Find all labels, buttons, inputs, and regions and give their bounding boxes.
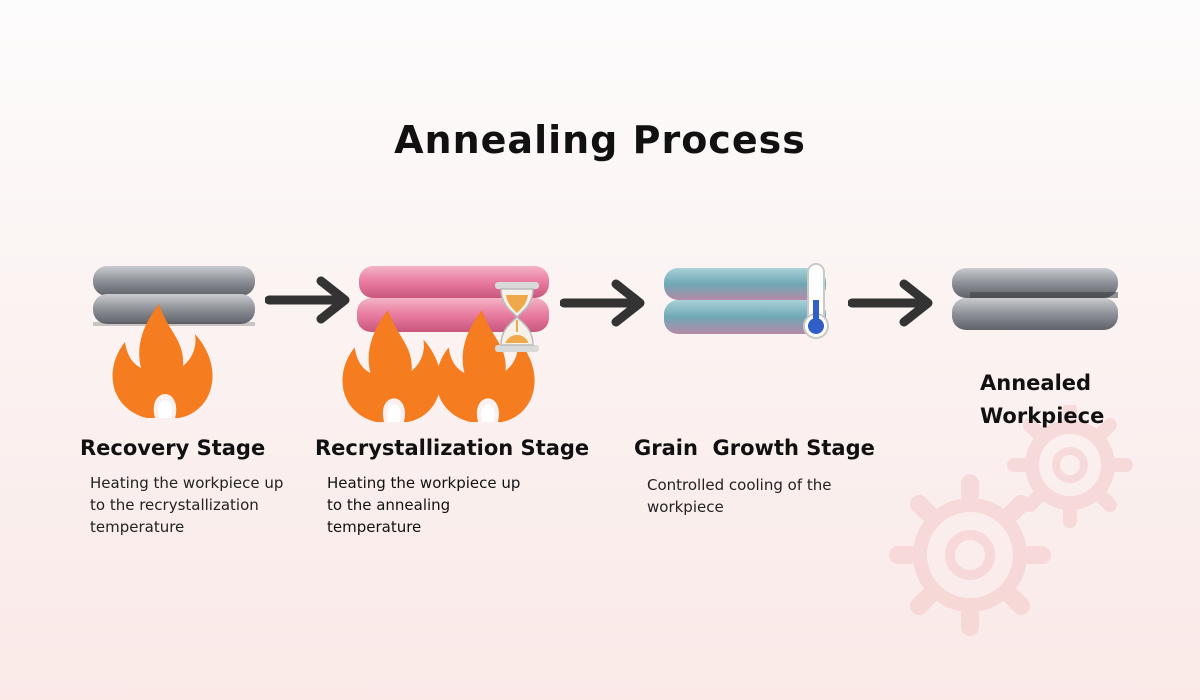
grain-growth-stage-illustration	[664, 263, 829, 339]
arrow-right-icon	[848, 278, 938, 328]
recovery-stage-illustration	[93, 266, 255, 418]
annealed-workpiece-title: Annealed Workpiece	[980, 367, 1104, 433]
workpiece-bars-gray	[952, 268, 1118, 330]
thermometer-icon	[803, 263, 829, 339]
gear-icon	[889, 405, 1133, 636]
workpiece-bars-teal	[664, 268, 826, 334]
hourglass-icon	[495, 282, 539, 352]
annealed-workpiece-title-line1: Annealed	[980, 371, 1092, 395]
grain-growth-stage-title: Grain Growth Stage	[634, 436, 875, 460]
workpiece-bars-gray	[93, 266, 255, 326]
recovery-stage-description: Heating the workpiece up to the recrysta…	[90, 474, 284, 536]
grain-growth-stage-description: Controlled cooling of the workpiece	[647, 476, 832, 516]
recovery-stage-title: Recovery Stage	[80, 436, 266, 460]
diagram-title: Annealing Process	[394, 118, 806, 162]
annealed-workpiece-title-line2: Workpiece	[980, 404, 1105, 428]
recrystallization-stage-illustration	[342, 266, 549, 422]
recrystallization-stage-description: Heating the workpiece up to the annealin…	[327, 474, 521, 536]
annealed-workpiece-illustration	[952, 268, 1118, 330]
arrow-right-icon	[560, 278, 650, 328]
recrystallization-stage-title: Recrystallization Stage	[315, 436, 590, 460]
